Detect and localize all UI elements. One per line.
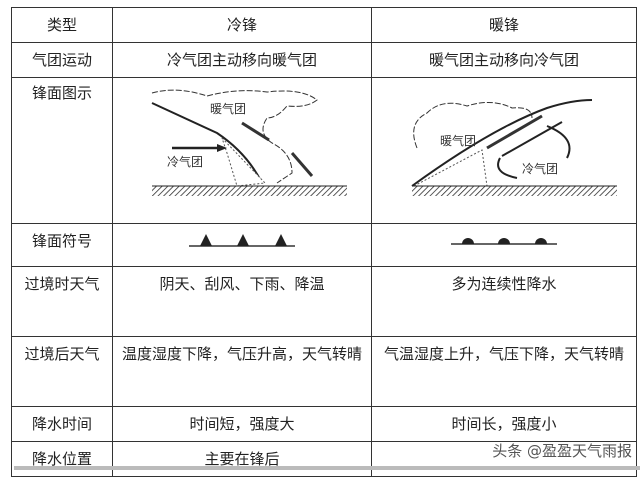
header-warm-front: 暖锋 [371,7,637,43]
cell-cold: 阴天、刮风、下雨、降温 [112,266,372,337]
table-row: 锋面图示 暖气团 冷气团 [11,77,637,224]
row-label: 过境后天气 [11,336,113,407]
watermark: 头条 @盈盈天气雨报 [492,442,632,460]
table-row: 锋面符号 [11,223,637,267]
header-type: 类型 [11,7,113,43]
cell-cold: 时间短，强度大 [112,406,372,442]
row-label: 锋面图示 [11,77,113,224]
table-row: 过境后天气 温度湿度下降，气压升高，天气转晴 气温湿度上升，气压下降，天气转晴 [11,336,637,407]
semicircles-icon [451,238,557,245]
cold-front-symbol-cell [112,223,372,267]
table-shadow [14,466,640,470]
cold-front-diagram: 暖气团 冷气团 [151,89,347,196]
front-comparison-table: 类型 冷锋 暖锋 气团运动 冷气团主动移向暖气团 暖气团主动移向冷气团 锋面图示… [11,7,637,477]
cold-air-label: 冷气团 [167,154,203,169]
table-row: 过境时天气 阴天、刮风、下雨、降温 多为连续性降水 [11,266,637,337]
row-label: 降水时间 [11,406,113,442]
row-label: 锋面符号 [11,223,113,267]
row-label: 气团运动 [11,42,113,78]
cell-warm: 气温湿度上升，气压下降，天气转晴 [371,336,637,407]
row-label: 过境时天气 [11,266,113,337]
triangles-icon [189,234,295,247]
warm-air-label: 暖气团 [210,101,246,116]
cell-warm: 时间长，强度小 [371,406,637,442]
warm-air-label: 暖气团 [440,133,476,148]
row-label: 降水位置 [11,441,113,477]
cell-warm: 暖气团主动移向冷气团 [371,42,637,78]
warm-front-diagram-cell: 暖气团 冷气团 [371,77,637,224]
warm-front-symbol-cell [371,223,637,267]
cell-cold: 温度湿度下降，气压升高，天气转晴 [112,336,372,407]
cell-cold: 冷气团主动移向暖气团 [112,42,372,78]
table-row: 气团运动 冷气团主动移向暖气团 暖气团主动移向冷气团 [11,42,637,78]
cell-warm: 多为连续性降水 [371,266,637,337]
cold-air-label: 冷气团 [522,161,558,176]
table-header-row: 类型 冷锋 暖锋 [11,7,637,43]
cold-front-diagram-cell: 暖气团 冷气团 [112,77,372,224]
warm-front-diagram: 暖气团 冷气团 [411,99,617,196]
cell-cold: 主要在锋后 [112,441,372,477]
header-cold-front: 冷锋 [112,7,372,43]
